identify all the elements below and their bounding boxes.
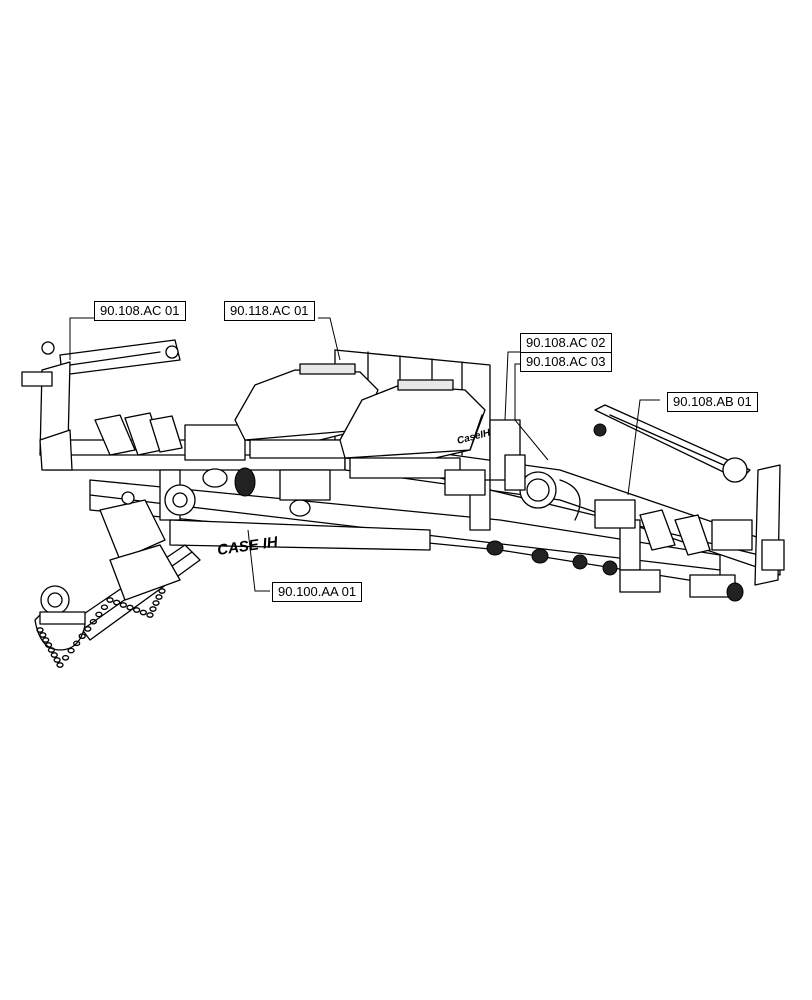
left-seed-hopper: [234, 363, 379, 459]
chain-link: [56, 662, 64, 668]
chain-link: [149, 606, 157, 612]
chain-link: [95, 611, 103, 618]
chain-link: [84, 626, 92, 632]
chain-link: [119, 602, 127, 608]
callout-90-108-ac-01[interactable]: 90.108.AC 01: [94, 301, 186, 321]
chain-link: [106, 597, 114, 603]
chain-link: [73, 640, 81, 647]
chain-link: [36, 627, 44, 633]
callout-90-108-ac-03[interactable]: 90.108.AC 03: [521, 352, 611, 371]
callout-leader-lines: [69, 317, 660, 592]
safety-chain: [36, 588, 166, 668]
chain-link: [152, 600, 160, 606]
chain-link: [78, 633, 86, 639]
chain-link: [44, 642, 53, 648]
callout-90-100-aa-01[interactable]: 90.100.AA 01: [272, 582, 363, 602]
callout-90-118-ac-01[interactable]: 90.118.AC 01: [224, 301, 315, 321]
callout-90-108-ab-01[interactable]: 90.108.AB 01: [667, 392, 758, 412]
right-row-units: [486, 499, 753, 602]
chain-link: [113, 599, 121, 606]
chain-link: [47, 647, 56, 653]
chain-link: [155, 594, 163, 600]
chain-link: [126, 604, 134, 611]
callout-stack-90-108-ac: 90.108.AC 02 90.108.AC 03: [520, 333, 612, 372]
hitch-tongue: [74, 499, 431, 641]
callout-90-108-ac-02[interactable]: 90.108.AC 02: [526, 335, 606, 350]
chain-link: [61, 654, 70, 661]
chain-link: [89, 618, 97, 625]
chain-link: [146, 612, 154, 618]
chain-link: [133, 607, 141, 613]
right-marker-arm: [593, 404, 785, 586]
chain-link: [50, 652, 58, 658]
chain-link: [42, 637, 50, 643]
left-row-units: [94, 412, 331, 517]
chain-link: [139, 609, 147, 616]
left-marker-arm: [21, 339, 181, 471]
right-accessories: [444, 419, 581, 521]
chain-link: [39, 632, 47, 638]
chain-link: [158, 588, 166, 594]
chain-link: [67, 647, 75, 654]
chain-link: [100, 604, 109, 611]
right-seed-hopper: CaseIH: [339, 379, 492, 479]
chain-link: [53, 657, 61, 663]
